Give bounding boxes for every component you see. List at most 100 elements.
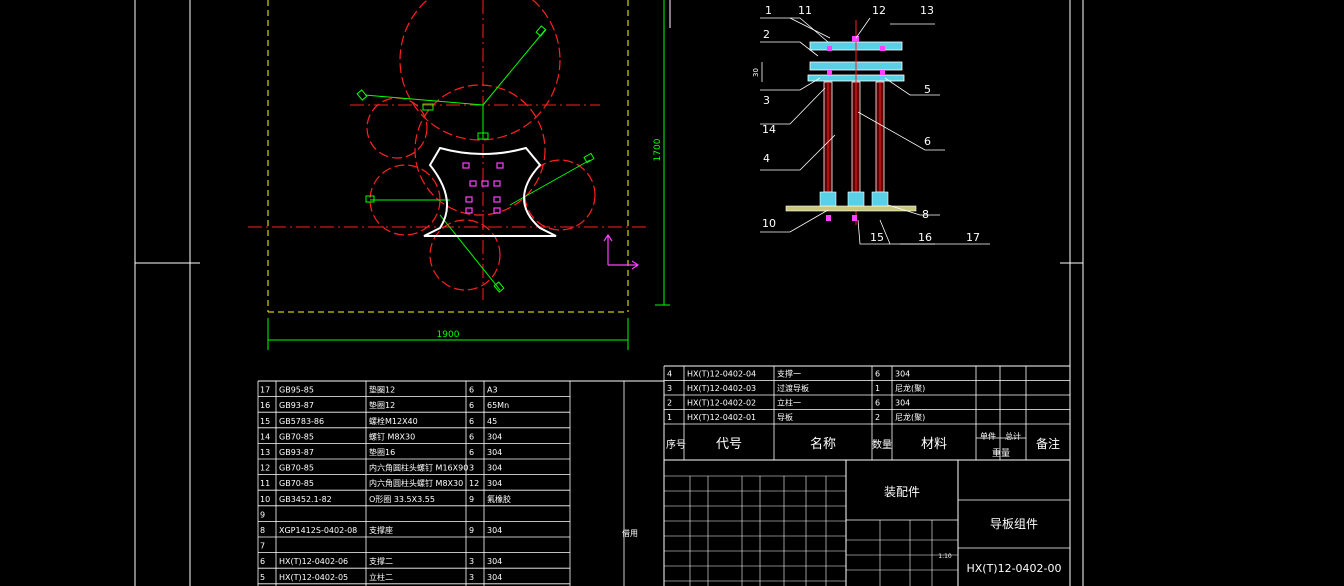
assembly-label: 装配件 xyxy=(884,485,920,499)
bom-row: 7 xyxy=(260,542,265,551)
bom-cell-name: 支撑一 xyxy=(777,369,801,379)
bom-cell-name: 垫圈16 xyxy=(369,447,395,457)
plan-view: 1900 1700 xyxy=(248,0,670,350)
bom-cell-mat: 304 xyxy=(487,573,502,582)
bom-cell-mat: 304 xyxy=(487,557,502,566)
callout-14: 14 xyxy=(762,123,776,136)
bom-cell-name: 支撑座 xyxy=(369,525,393,535)
drawing-frame xyxy=(134,0,1084,586)
bom-cell-name: O形圈 33.5X3.55 xyxy=(369,495,435,504)
callout-17: 17 xyxy=(966,231,980,244)
bom-cell-mat: 65Mn xyxy=(487,401,509,410)
bom-cell-qty: 3 xyxy=(469,464,474,473)
bom-cell-code: HX(T)12-0402-04 xyxy=(687,370,756,379)
bom-cell-mat: 尼龙(聚) xyxy=(895,383,925,393)
callout-1: 1 xyxy=(765,4,772,17)
bom-row: 9 xyxy=(260,510,265,519)
bom-cell-name: 螺钉 M8X30 xyxy=(369,431,415,441)
bom-cell-qty: 12 xyxy=(469,479,479,488)
bom-cell-no: 2 xyxy=(667,399,672,408)
header-unit: 单件 xyxy=(980,431,996,441)
header-remark: 备注 xyxy=(1036,436,1060,451)
callout-12: 12 xyxy=(872,4,886,17)
bom-row: 14 GB70-85 螺钉 M8X30 6 304 xyxy=(260,431,502,441)
bom-cell-no: 5 xyxy=(260,573,265,582)
dimension-30: 30 xyxy=(752,68,760,77)
used-on-label: 借用 xyxy=(622,528,638,538)
bom-cell-code: GB70-85 xyxy=(279,479,314,488)
bom-cell-code: GB70-85 xyxy=(279,464,314,473)
bom-cell-qty: 6 xyxy=(469,401,474,410)
bom-cell-code: GB70-85 xyxy=(279,432,314,441)
section-view: 1 11 12 13 2 3 14 4 10 5 6 8 15 16 17 30 xyxy=(752,4,990,245)
callout-13: 13 xyxy=(920,4,934,17)
bom-cell-qty: 6 xyxy=(875,370,880,379)
bom-cell-mat: 304 xyxy=(487,432,502,441)
header-code: 代号 xyxy=(716,437,742,452)
bom-cell-no: 16 xyxy=(260,401,270,410)
bom-row: 1 HX(T)12-0402-01 导板 2 尼龙(聚) xyxy=(667,412,925,422)
bom-cell-qty: 2 xyxy=(875,413,880,422)
bom-cell-qty: 9 xyxy=(469,526,474,535)
bom-cell-qty: 3 xyxy=(469,573,474,582)
header-name: 名称 xyxy=(810,436,836,452)
bom-cell-qty: 6 xyxy=(469,432,474,441)
bom-header-row: 序号代号名称数量材料单件总计重量备注 xyxy=(666,431,1060,459)
guide-plate-outline xyxy=(423,146,557,237)
bom-cell-mat: 304 xyxy=(895,370,910,379)
bom-cell-qty: 6 xyxy=(469,417,474,426)
bom-cell-no: 1 xyxy=(667,413,672,422)
callout-16: 16 xyxy=(918,231,932,244)
ucs-icon xyxy=(603,233,640,270)
header-qty: 数量 xyxy=(872,438,892,451)
bom-cell-code: GB95-85 xyxy=(279,386,314,395)
header-total: 总计 xyxy=(1005,431,1021,441)
bom-cell-no: 12 xyxy=(260,464,270,473)
bom-cell-no: 17 xyxy=(260,386,270,395)
plan-width-dimension: 1900 xyxy=(437,330,460,340)
header-no: 序号 xyxy=(666,438,686,451)
callout-3: 3 xyxy=(763,94,770,107)
bom-cell-name: 过渡导板 xyxy=(777,383,809,393)
bom-cell-no: 15 xyxy=(260,417,270,426)
bom-cell-mat: 304 xyxy=(487,479,502,488)
bom-cell-no: 14 xyxy=(260,432,270,441)
bom-cell-code: HX(T)12-0402-01 xyxy=(687,413,756,422)
bom-cell-mat: 304 xyxy=(487,448,502,457)
bom-cell-code: HX(T)12-0402-05 xyxy=(279,573,348,582)
callout-11: 11 xyxy=(798,4,812,17)
bom-cell-code: HX(T)12-0402-03 xyxy=(687,384,756,393)
callout-15: 15 xyxy=(870,231,884,244)
bom-cell-no: 9 xyxy=(260,510,265,519)
bom-cell-qty: 3 xyxy=(469,557,474,566)
bom-cell-name: 支撑二 xyxy=(369,556,393,566)
bom-cell-name: 垫圈12 xyxy=(369,400,395,410)
bom-cell-no: 11 xyxy=(260,479,270,488)
part-name: 导板组件 xyxy=(990,517,1038,531)
bom-cell-qty: 6 xyxy=(875,399,880,408)
bom-cell-no: 8 xyxy=(260,526,265,535)
bom-cell-mat: 尼龙(聚) xyxy=(895,412,925,422)
header-weight: 重量 xyxy=(992,447,1010,459)
bom-cell-no: 3 xyxy=(667,384,672,393)
bom-cell-code: XGP1412S-0402-08 xyxy=(279,526,357,535)
bom-cell-name: 立柱一 xyxy=(777,398,801,408)
bom-cell-name: 导板 xyxy=(777,412,793,422)
bom-cell-no: 6 xyxy=(260,557,265,566)
callout-6: 6 xyxy=(924,135,931,148)
callout-10: 10 xyxy=(762,217,776,230)
bom-cell-code: GB3452.1-82 xyxy=(279,495,332,504)
bom-cell-mat: A3 xyxy=(487,386,498,395)
bom-cell-code: GB93-87 xyxy=(279,401,314,410)
bom-cell-mat: 304 xyxy=(487,464,502,473)
bom-cell-mat: 304 xyxy=(895,399,910,408)
